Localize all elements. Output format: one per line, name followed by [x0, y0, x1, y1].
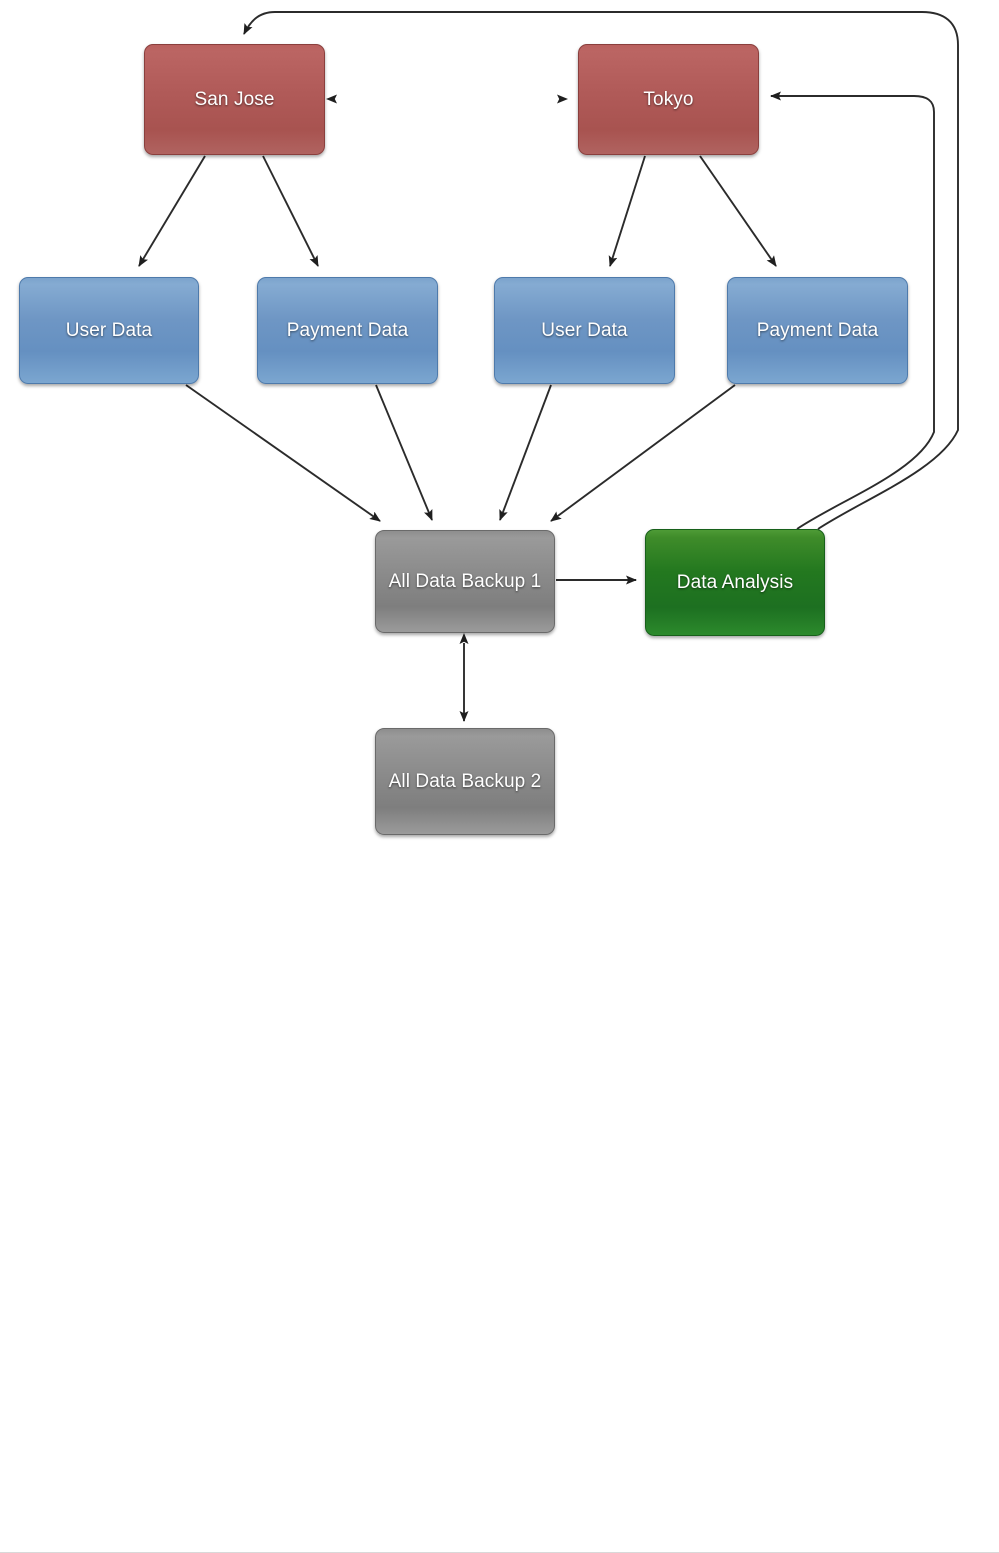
node-label: Tokyo [643, 88, 694, 110]
node-label: Payment Data [286, 319, 409, 341]
node-tokyo[interactable]: Tokyo [578, 44, 759, 155]
edge-payment-data-tk-backup1 [550, 384, 736, 522]
node-all-data-backup-1[interactable]: All Data Backup 1 [375, 530, 555, 633]
node-payment-data-san-jose[interactable]: Payment Data [257, 277, 438, 384]
edge-tokyo-user-data [608, 155, 646, 267]
node-label: Payment Data [756, 319, 879, 341]
edge-san-jose-user-data [138, 155, 206, 267]
edge-tokyo-payment-data [699, 155, 777, 267]
node-label: San Jose [194, 88, 275, 110]
edge-san-jose-payment-data [262, 155, 319, 267]
edge-user-data-tk-backup1 [499, 384, 552, 521]
node-all-data-backup-2[interactable]: All Data Backup 2 [375, 728, 555, 835]
node-label: Data Analysis [676, 571, 794, 593]
node-label: User Data [541, 319, 628, 341]
node-user-data-tokyo[interactable]: User Data [494, 277, 675, 384]
edge-payment-data-sj-backup1 [375, 384, 433, 521]
node-payment-data-tokyo[interactable]: Payment Data [727, 277, 908, 384]
node-san-jose[interactable]: San Jose [144, 44, 325, 155]
node-data-analysis[interactable]: Data Analysis [645, 529, 825, 636]
node-label: All Data Backup 1 [388, 570, 542, 592]
node-label: All Data Backup 2 [388, 770, 542, 792]
node-user-data-san-jose[interactable]: User Data [19, 277, 199, 384]
node-label: User Data [65, 319, 153, 341]
edge-user-data-sj-backup1 [185, 384, 381, 522]
